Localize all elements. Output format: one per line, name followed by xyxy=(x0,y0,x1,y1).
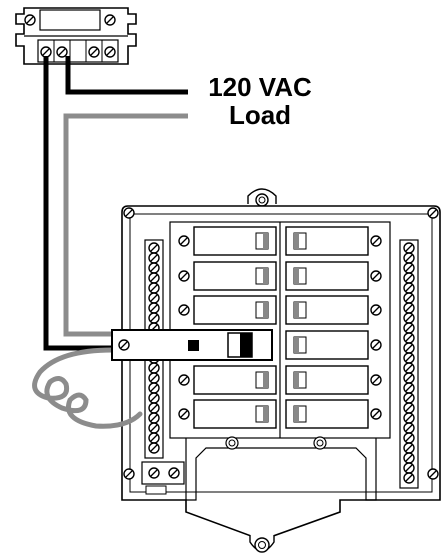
breaker-row-4 xyxy=(285,330,382,360)
terminal-screw-icon xyxy=(403,242,415,254)
terminal-screw-icon xyxy=(148,382,160,394)
terminal-screw-icon xyxy=(148,262,160,274)
terminal-screw-icon xyxy=(148,392,160,404)
supply-hot-wire xyxy=(43,56,112,351)
terminal-screw-icon xyxy=(148,272,160,284)
terminal-screw-icon xyxy=(403,412,415,424)
terminal-screw-icon xyxy=(148,402,160,414)
terminal-screw-icon xyxy=(148,362,160,374)
terminal-screw-icon xyxy=(403,312,415,324)
terminal-screw-icon xyxy=(148,302,160,314)
terminal-screw-icon xyxy=(403,302,415,314)
terminal-screw-icon xyxy=(403,252,415,264)
terminal-screw-icon xyxy=(148,412,160,424)
terminal-screw-icon xyxy=(403,422,415,434)
voltage-label: 120 VAC xyxy=(208,72,312,102)
terminal-screw-icon xyxy=(148,442,160,454)
terminal-screw-icon xyxy=(403,262,415,274)
terminal-screw-icon xyxy=(403,342,415,354)
terminal-screw-icon xyxy=(403,392,415,404)
terminal-screw-icon xyxy=(403,382,415,394)
terminal-screw-icon xyxy=(403,272,415,284)
terminal-screw-icon xyxy=(403,282,415,294)
load-hot-wire xyxy=(65,56,188,95)
terminal-screw-icon xyxy=(403,442,415,454)
terminal-screw-icon xyxy=(148,422,160,434)
load-terminal-block xyxy=(15,7,137,65)
neutral-wire xyxy=(63,113,188,337)
terminal-screw-icon xyxy=(403,372,415,384)
terminal-screw-icon xyxy=(148,372,160,384)
terminal-screw-icon xyxy=(403,452,415,464)
terminal-screw-icon xyxy=(403,332,415,344)
terminal-screw-icon xyxy=(403,432,415,444)
terminal-screw-icon xyxy=(148,242,160,254)
terminal-screw-icon xyxy=(403,362,415,374)
terminal-screw-icon xyxy=(148,432,160,444)
terminal-screw-icon xyxy=(403,472,415,484)
terminal-screw-icon xyxy=(403,462,415,474)
breaker-panel xyxy=(121,188,441,553)
terminal-screw-icon xyxy=(403,352,415,364)
terminal-screw-icon xyxy=(148,282,160,294)
gfci-breaker xyxy=(111,329,273,361)
terminal-screw-icon xyxy=(403,292,415,304)
terminal-screw-icon xyxy=(148,312,160,324)
terminal-screw-icon xyxy=(403,322,415,334)
load-label: Load xyxy=(229,100,291,130)
terminal-screw-icon xyxy=(148,252,160,264)
terminal-screw-icon xyxy=(403,402,415,414)
neutral-pigtail xyxy=(32,347,143,429)
terminal-screw-icon xyxy=(148,292,160,304)
